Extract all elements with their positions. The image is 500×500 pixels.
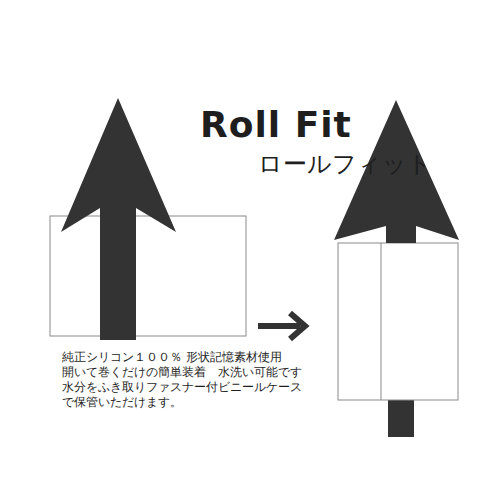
rolled-sheet	[338, 243, 458, 400]
arrow-shaft-stub	[388, 395, 414, 437]
description-line: 開いて巻くだけの簡単装着 水洗い可能です	[62, 365, 302, 379]
direction-arrow	[258, 313, 305, 339]
description-line: 水分をふき取りファスナー付ビニールケース	[62, 380, 302, 394]
description-line: 純正シリコン１００％ 形状記憶素材使用	[62, 350, 282, 364]
description-line: で保管いただけます。	[62, 395, 182, 409]
roll-seam	[381, 243, 382, 400]
product-title: Roll Fit	[200, 104, 352, 145]
large-arrow	[61, 98, 176, 340]
product-name-kana: ロールフィット	[258, 148, 432, 180]
flat-sheet	[50, 216, 246, 336]
